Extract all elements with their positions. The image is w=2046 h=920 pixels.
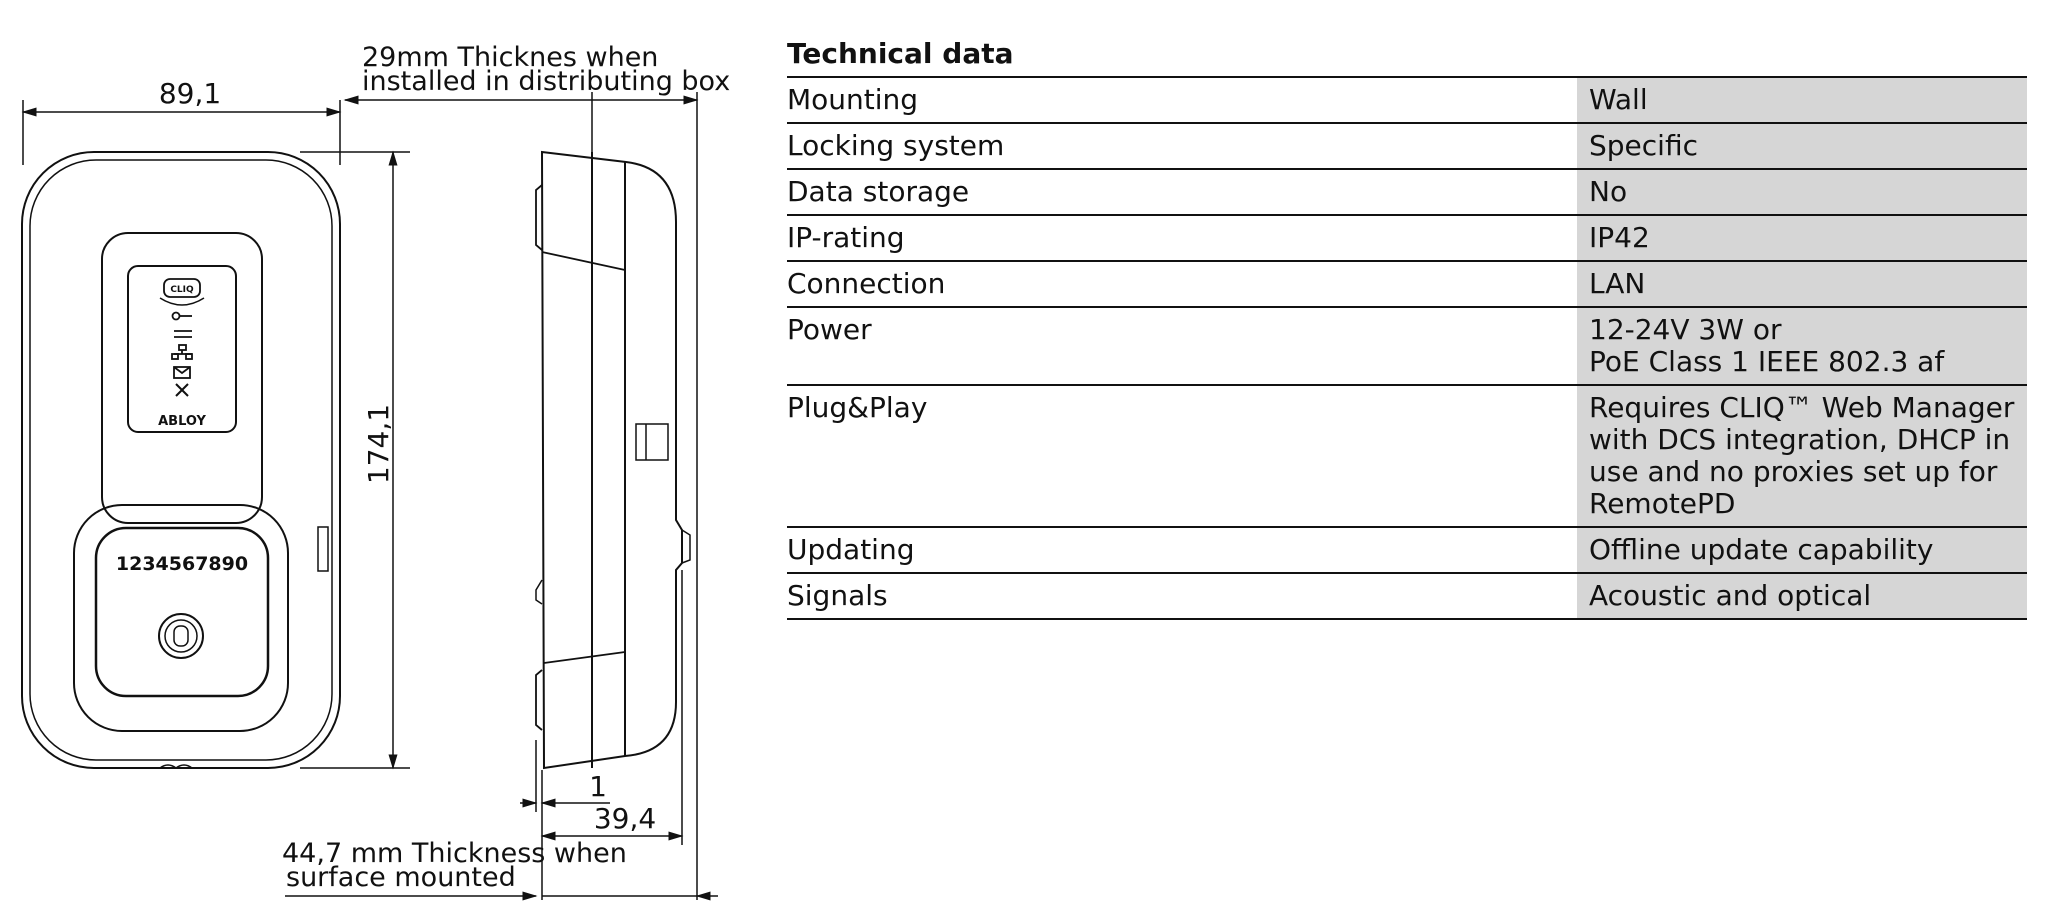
cross-icon — [175, 383, 189, 397]
dim-offset-label: 1 — [589, 770, 607, 803]
dim-depth-label: 39,4 — [594, 802, 656, 835]
box-thickness-note-line1: 29mm Thicknes when — [362, 42, 658, 73]
row-value: IP42 — [1577, 215, 2027, 262]
technical-data-title: Technical data — [787, 37, 1014, 70]
row-label: Connection — [787, 261, 1577, 308]
arrows-icon — [174, 330, 192, 338]
envelope-icon — [173, 366, 191, 379]
dim-height-label: 174,1 — [362, 404, 395, 484]
row-value: Wall — [1577, 77, 2027, 124]
surface-thickness-note-line1: 44,7 mm Thickness when — [282, 838, 627, 869]
row-label: Plug&Play — [787, 385, 1577, 528]
technical-drawing: CLIQ ABLOY 1234567890 89,1 174,1 — [21, 42, 730, 901]
row-value: Specific — [1577, 123, 2027, 170]
surface-thickness-note-line2: surface mounted — [286, 862, 516, 893]
row-label: Data storage — [787, 169, 1577, 216]
row-label: IP-rating — [787, 215, 1577, 262]
row-label: Locking system — [787, 123, 1577, 170]
side-view — [285, 92, 718, 901]
row-value: No — [1577, 169, 2027, 216]
key-icon — [171, 311, 192, 321]
box-thickness-note-line2: installed in distributing box — [362, 66, 730, 97]
row-value: Offline update capability — [1577, 527, 2027, 574]
cliq-logo: CLIQ — [170, 285, 194, 295]
row-label: Signals — [787, 573, 1577, 620]
device-outer-body — [21, 151, 341, 769]
led-indicator-panel: CLIQ ABLOY — [158, 278, 206, 429]
front-view — [21, 100, 410, 770]
row-value: 12-24V 3W or PoE Class 1 IEEE 802.3 af — [1577, 307, 2027, 386]
brand-logo: ABLOY — [158, 414, 206, 429]
dim-width-label: 89,1 — [159, 77, 221, 110]
row-value: Acoustic and optical — [1577, 573, 2027, 620]
network-icon — [171, 344, 193, 360]
serial-number: 1234567890 — [116, 553, 248, 575]
row-value: LAN — [1577, 261, 2027, 308]
row-label: Mounting — [787, 77, 1577, 124]
row-label: Updating — [787, 527, 1577, 574]
row-value: Requires CLIQ™ Web Manager with DCS inte… — [1577, 385, 2027, 528]
row-label: Power — [787, 307, 1577, 386]
